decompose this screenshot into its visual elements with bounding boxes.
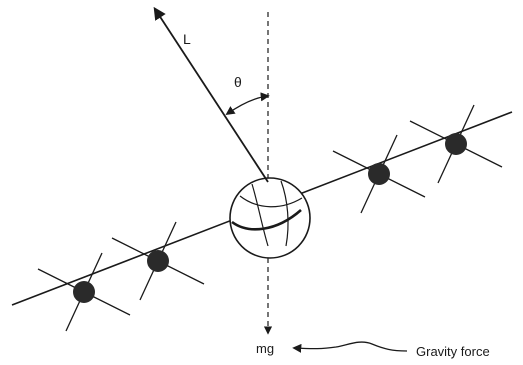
angular-momentum-arrow [153,6,269,183]
satellite-4 [409,104,503,184]
satellite-1 [37,252,131,332]
angle-arc [225,92,270,116]
label-angular-momentum: L [183,31,191,47]
satellite-3 [332,134,426,214]
label-angle: θ [234,74,242,90]
label-weight: mg [256,341,274,356]
gravity-caption-pointer [292,341,408,353]
central-globe [229,177,311,259]
label-gravity-caption: Gravity force [416,344,490,359]
satellite-2 [111,221,205,301]
